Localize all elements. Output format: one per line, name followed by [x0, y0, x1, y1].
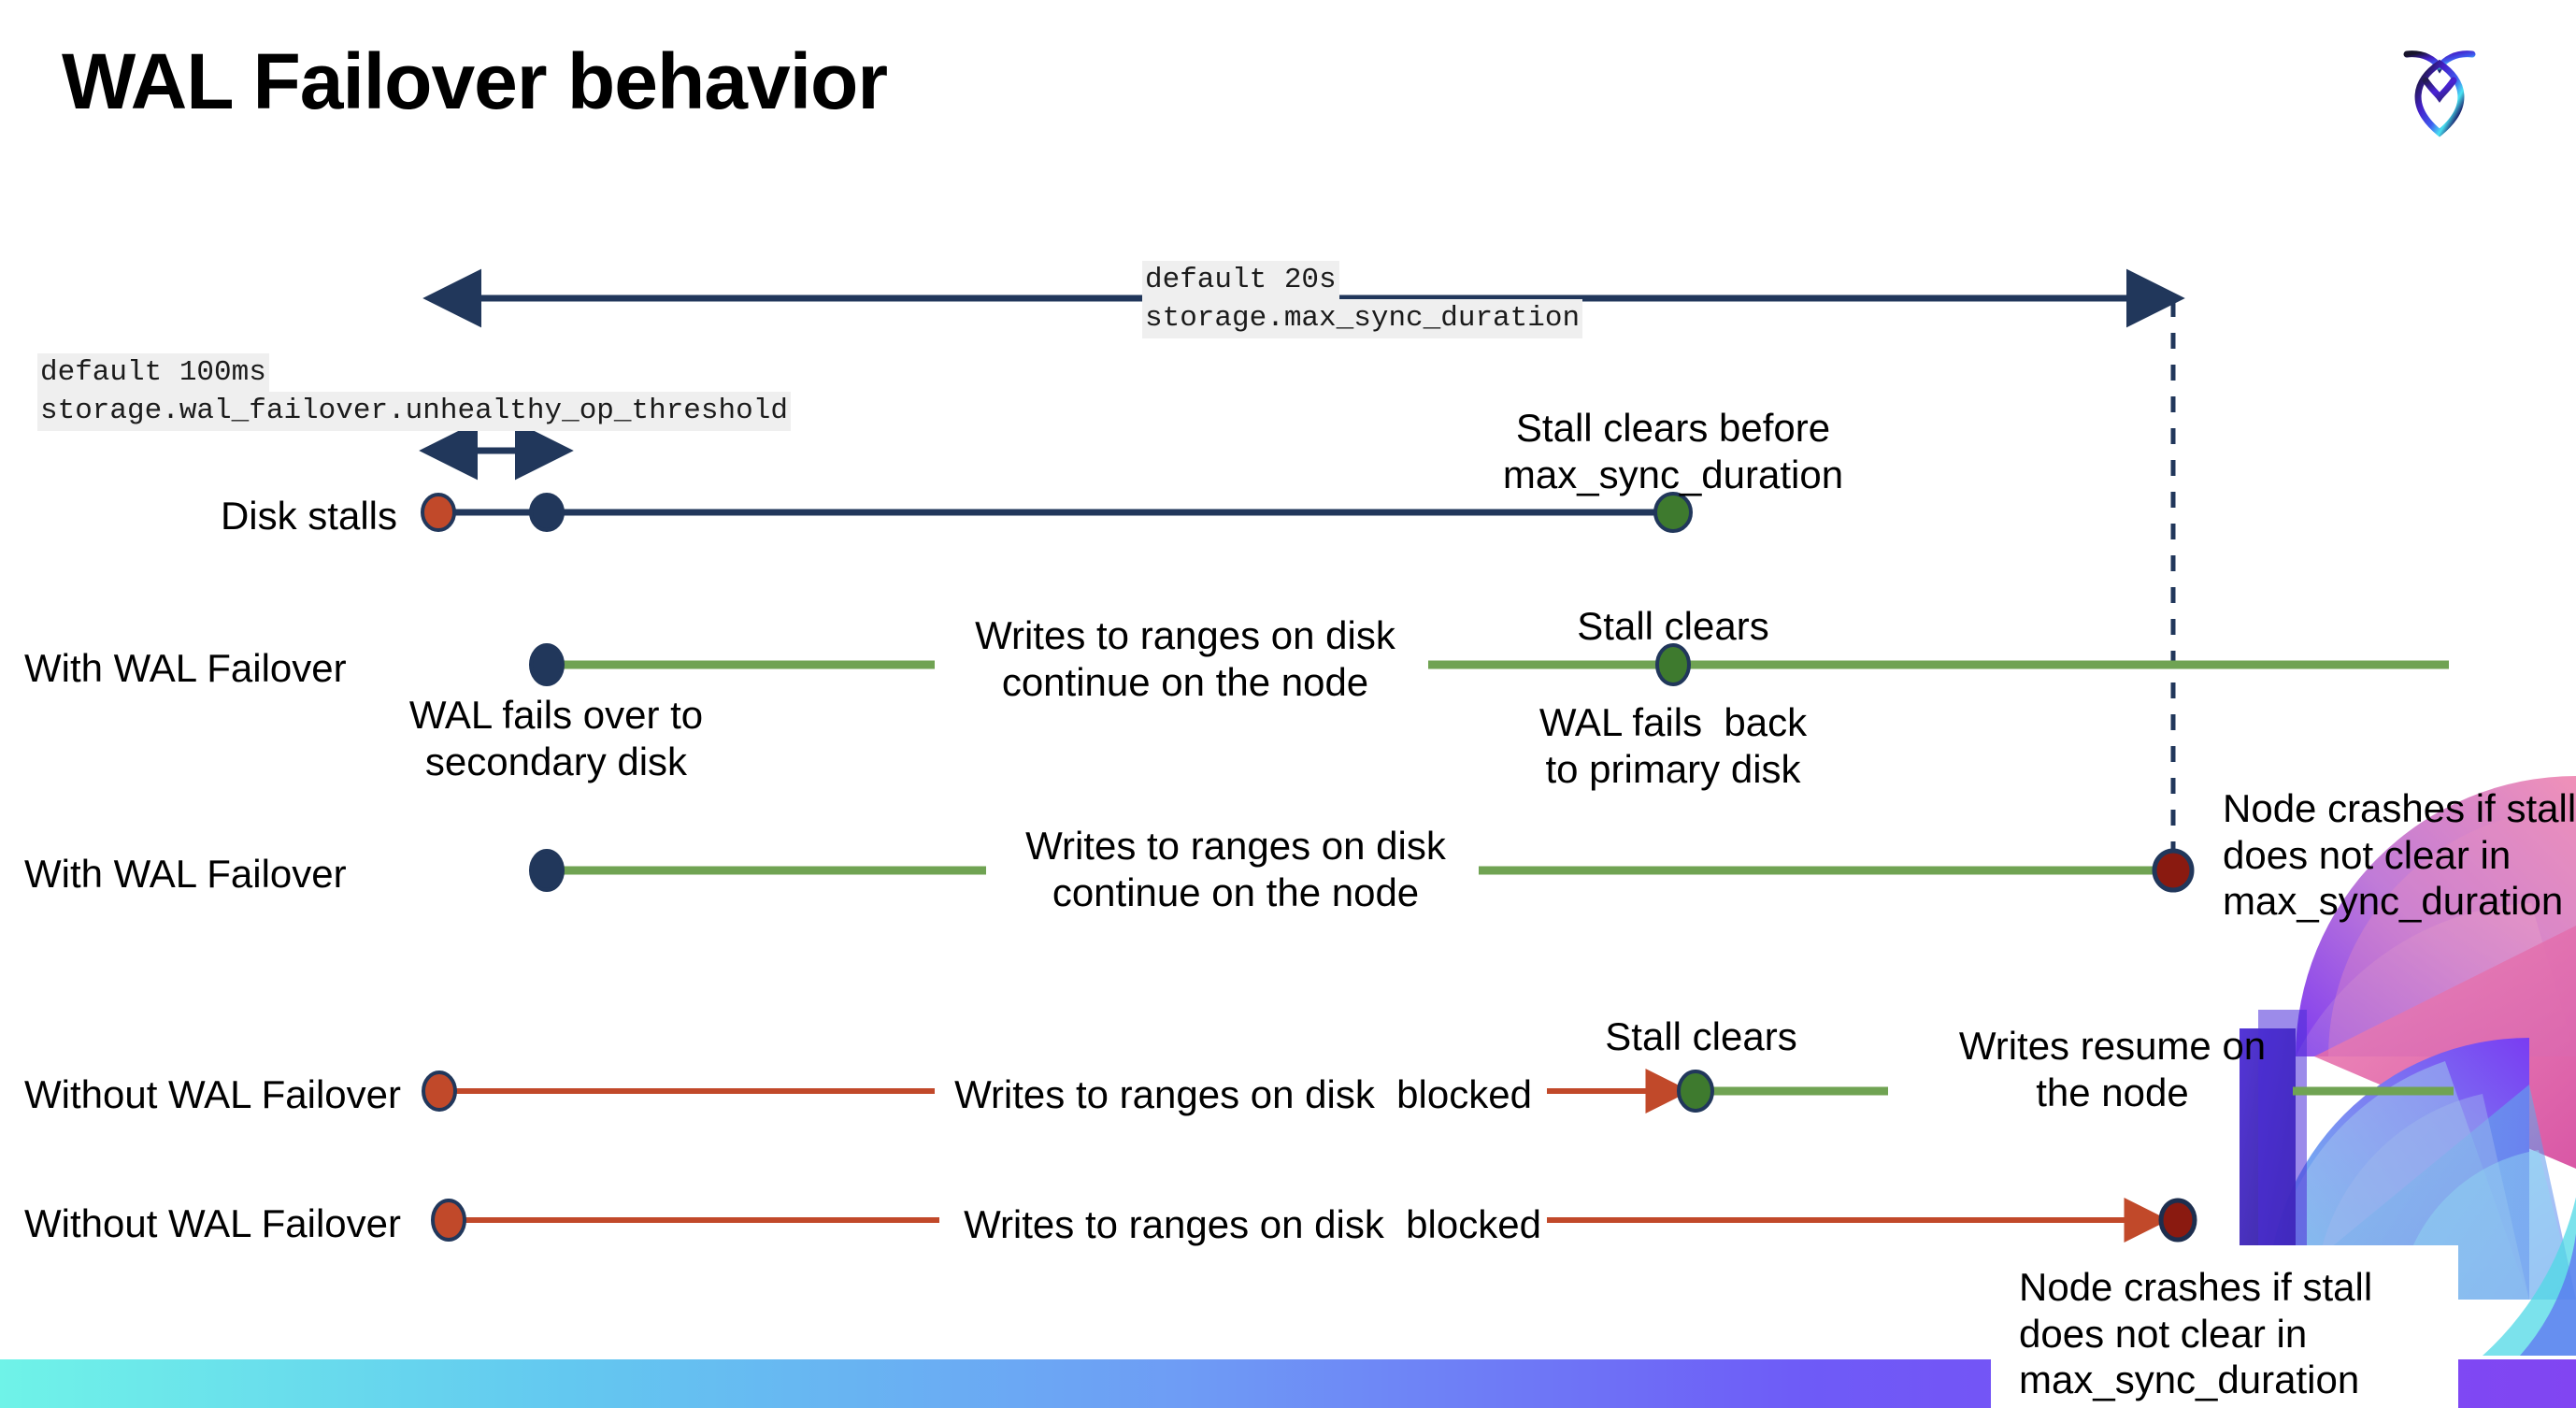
- note-wal-fails-back-primary: WAL fails back to primary disk: [1538, 700, 1808, 791]
- note-writes-blocked-row5: Writes to ranges on disk blocked: [964, 1202, 1541, 1246]
- wal-failover-clears-clear-dot: [1655, 643, 1691, 686]
- without-wal-crash-start-dot: [431, 1199, 466, 1242]
- disk-stalls-clear-dot: [1653, 492, 1693, 533]
- disk-stalls-failover-dot: [529, 493, 565, 532]
- wal-failover-clears-start-dot: [529, 643, 565, 686]
- note-node-crashes-row3: Node crashes if stall does not clear in …: [2223, 786, 2576, 924]
- note-wal-fails-over-secondary: WAL fails over to secondary disk: [408, 693, 704, 783]
- max-sync-duration-default-label: default 20s: [1142, 261, 1339, 300]
- row-label-disk-stalls: Disk stalls: [220, 494, 397, 538]
- without-wal-crash-node-crash-dot: [2158, 1198, 2197, 1243]
- node-crash-callout-box: Node crashes if stall does not clear in …: [1991, 1245, 2458, 1408]
- note-writes-continue-row2: Writes to ranges on disk continue on the…: [975, 613, 1395, 704]
- page-title: WAL Failover behavior: [62, 37, 888, 125]
- note-stall-clears-row2: Stall clears: [1577, 604, 1769, 648]
- note-stall-clears-row4: Stall clears: [1605, 1014, 1797, 1058]
- note-stall-clears-before-max-sync: Stall clears before max_sync_duration: [1502, 406, 1844, 496]
- cockroachdb-logo-icon: [2403, 50, 2476, 137]
- wal-failover-crash-node-crash-dot: [2152, 848, 2195, 893]
- row-label-without-wal-failover-clears: Without WAL Failover: [24, 1072, 401, 1116]
- unhealthy-op-threshold-default-label: default 100ms: [37, 353, 269, 393]
- note-writes-resume-row4: Writes resume on the node: [1958, 1024, 2267, 1114]
- row-label-with-wal-failover-crash: With WAL Failover: [24, 852, 347, 896]
- max-sync-duration-setting-label: storage.max_sync_duration: [1142, 299, 1583, 338]
- row-label-without-wal-failover-crash: Without WAL Failover: [24, 1201, 401, 1245]
- row-label-with-wal-failover-clears: With WAL Failover: [24, 646, 347, 690]
- disk-stalls-start-dot: [421, 493, 456, 532]
- without-wal-clears-clear-dot: [1677, 1070, 1714, 1113]
- unhealthy-op-threshold-setting-label: storage.wal_failover.unhealthy_op_thresh…: [37, 392, 791, 431]
- wal-failover-crash-start-dot: [529, 849, 565, 892]
- note-writes-continue-row3: Writes to ranges on disk continue on the…: [1025, 824, 1446, 914]
- note-node-crashes-row5: Node crashes if stall does not clear in …: [2019, 1265, 2373, 1402]
- note-writes-blocked-row4: Writes to ranges on disk blocked: [954, 1072, 1532, 1116]
- without-wal-clears-start-dot: [422, 1070, 457, 1112]
